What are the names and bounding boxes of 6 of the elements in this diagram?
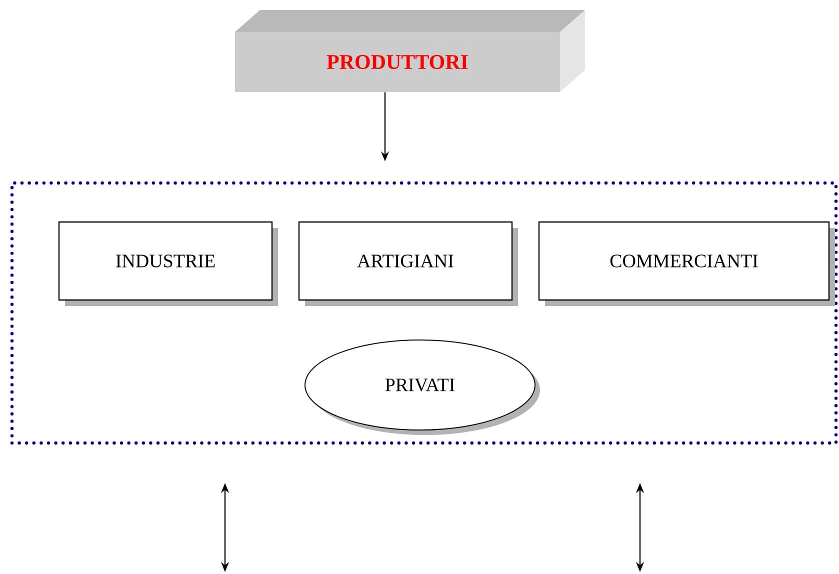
process-box: ARTIGIANI	[298, 221, 518, 306]
process-box: COMMERCIANTI	[538, 221, 835, 306]
block-box: PRODUTTORI	[235, 10, 585, 92]
ellipse-node: PRIVATI	[304, 340, 540, 435]
process-box: INDUSTRIE	[58, 221, 278, 306]
dotted-group-box	[10, 181, 838, 445]
